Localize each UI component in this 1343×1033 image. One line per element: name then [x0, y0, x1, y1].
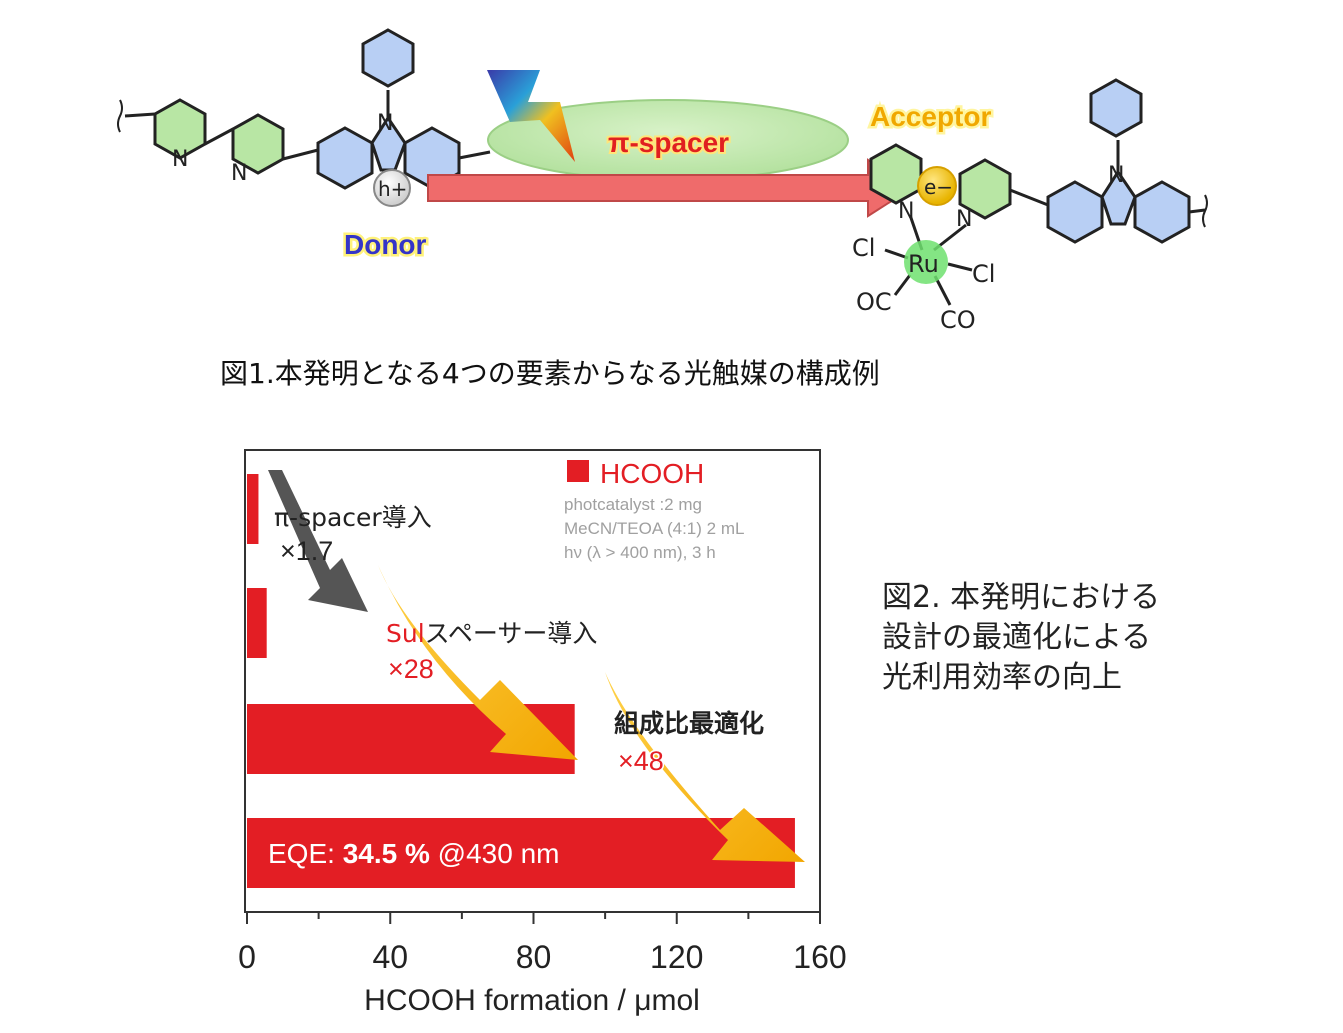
bond: [124, 112, 156, 118]
carbazole2-pyrrole: [1100, 169, 1137, 226]
hole-label: h+: [378, 177, 407, 201]
gray-arrow-1: [268, 470, 368, 612]
donor-label: Donor: [344, 229, 427, 260]
pi-spacer-label: π-spacer: [608, 127, 729, 158]
bar-2: [247, 588, 267, 658]
step3-factor: ×48: [618, 746, 664, 776]
x-tick-label: 160: [793, 939, 846, 975]
legend-condition: photcatalyst :2 mg: [564, 495, 702, 514]
legend-swatch: [567, 460, 589, 482]
n-atom-label: N: [956, 207, 972, 232]
legend-label: HCOOH: [600, 458, 704, 489]
acceptor-label: Acceptor: [870, 101, 991, 132]
n-atom-label: N: [1108, 163, 1124, 188]
bond: [893, 274, 912, 296]
oc-label: OC: [856, 288, 892, 316]
bond: [282, 148, 319, 161]
phenyl-ring-left: [361, 28, 415, 88]
bond: [947, 262, 973, 272]
legend-condition: MeCN/TEOA (4:1) 2 mL: [564, 519, 744, 538]
legend-condition: hν (λ > 400 nm), 3 h: [564, 543, 716, 562]
phenyl-ring-right: [1089, 78, 1143, 138]
figure2-caption-line: 設計の最適化による: [882, 620, 1152, 655]
figure1-caption: 図1.本発明となる4つの要素からなる光触媒の構成例: [220, 357, 880, 390]
charge-transfer-arrow: [427, 158, 914, 218]
eqe-prefix: EQE:: [268, 838, 343, 869]
bond: [884, 248, 909, 260]
ru-label: Ru: [908, 250, 939, 278]
step2-label-red: Sul: [386, 619, 425, 648]
step2-label-black: スペーサー導入: [425, 619, 598, 648]
n-atom-label: N: [898, 199, 914, 224]
acceptor-ring-2: [958, 158, 1012, 220]
cl-label-right: Cl: [972, 260, 995, 288]
bond: [1009, 188, 1049, 207]
x-axis-label: HCOOH formation / μmol: [364, 984, 700, 1017]
wavy-bond-left: [117, 99, 123, 133]
x-tick-label: 0: [238, 939, 256, 975]
x-tick-label: 80: [516, 939, 552, 975]
bond: [458, 150, 491, 160]
bar-1: [247, 474, 259, 544]
n-atom-label: N: [172, 147, 188, 172]
figure2-caption: 図2. 本発明における 設計の最適化による 光利用効率の向上: [882, 578, 1160, 698]
bond: [1188, 208, 1206, 214]
step2-label: Sulスペーサー導入: [386, 619, 597, 648]
yellow-arrow-2: [378, 565, 578, 760]
eqe-annotation: EQE: 34.5 % @430 nm: [268, 838, 559, 869]
bar-4: [247, 818, 795, 888]
co-label: CO: [940, 306, 976, 334]
figure1-scheme: N N N N N N h+ e− Donor Acceptor π-space…: [117, 28, 1208, 334]
eqe-suffix: @430 nm: [430, 838, 560, 869]
eqe-value: 34.5 %: [343, 838, 430, 869]
x-tick-label: 40: [372, 939, 408, 975]
bond: [933, 275, 952, 306]
figure2-caption-line: 図2. 本発明における: [882, 580, 1161, 615]
cl-label-left: Cl: [852, 234, 875, 262]
n-atom-label: N: [377, 111, 393, 136]
n-atom-label: N: [231, 161, 247, 186]
x-tick-label: 120: [650, 939, 703, 975]
acceptor-ring-1: [869, 143, 923, 205]
bond: [204, 127, 234, 146]
step1-factor: ×1.7: [280, 536, 333, 566]
x-ticks-layer: 0 40 80 120 160: [238, 912, 847, 975]
step2-factor: ×28: [388, 654, 434, 684]
step1-label: π-spacer導入: [274, 503, 432, 532]
step3-label: 組成比最適化: [614, 709, 764, 738]
figure2-caption-line: 光利用効率の向上: [882, 660, 1122, 695]
electron-circle: [917, 166, 957, 206]
hole-circle: [373, 169, 411, 207]
light-bolt-icon: [487, 70, 575, 162]
electron-label: e−: [924, 175, 953, 199]
ru-center-highlight: [904, 240, 948, 284]
